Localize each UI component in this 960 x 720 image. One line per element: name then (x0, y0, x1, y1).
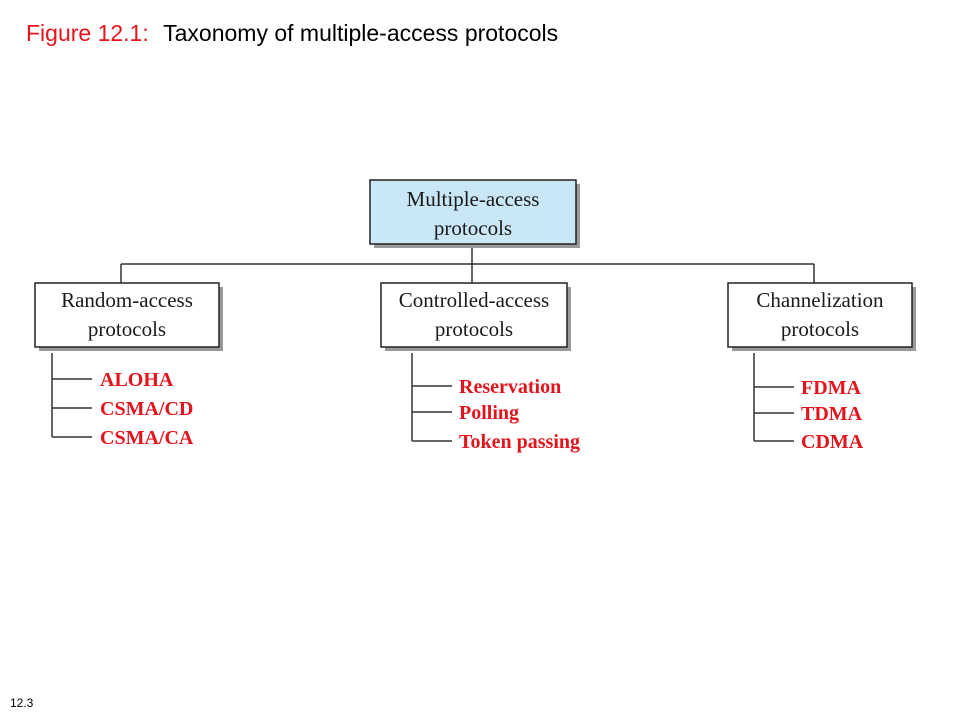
item-cdma: CDMA (801, 431, 864, 453)
controlled-access-line1: Controlled-access (399, 288, 549, 312)
figure-label: Figure 12.1: (26, 20, 149, 46)
root-node-line1: Multiple-access (407, 187, 540, 211)
controlled-access-items: Reservation Polling Token passing (459, 376, 580, 453)
item-tdma: TDMA (801, 403, 863, 425)
controlled-access-line2: protocols (435, 317, 513, 341)
channelization-line1: Channelization (756, 288, 884, 312)
random-access-items: ALOHA CSMA/CD CSMA/CA (100, 369, 194, 449)
item-token-passing: Token passing (459, 431, 580, 453)
slide-title: Figure 12.1: Taxonomy of multiple-access… (26, 20, 558, 47)
item-polling: Polling (459, 402, 519, 424)
item-aloha: ALOHA (100, 369, 174, 391)
random-access-box (34, 282, 220, 348)
random-access-line2: protocols (88, 317, 166, 341)
root-node-line2: protocols (434, 216, 512, 240)
controlled-access-node: Controlled-access protocols (380, 282, 571, 351)
item-fdma: FDMA (801, 377, 862, 399)
figure-title: Taxonomy of multiple-access protocols (163, 20, 559, 46)
root-node: Multiple-access protocols (369, 179, 580, 248)
item-csma-cd: CSMA/CD (100, 398, 193, 420)
slide-number: 12.3 (10, 696, 34, 710)
channelization-box (727, 282, 913, 348)
root-node-box (369, 179, 577, 245)
random-access-node: Random-access protocols (34, 282, 223, 351)
random-access-line1: Random-access (61, 288, 193, 312)
item-reservation: Reservation (459, 376, 561, 398)
item-csma-ca: CSMA/CA (100, 427, 194, 449)
channelization-line2: protocols (781, 317, 859, 341)
channelization-node: Channelization protocols (727, 282, 916, 351)
tree-connectors (51, 245, 815, 442)
controlled-access-box (380, 282, 568, 348)
channelization-items: FDMA TDMA CDMA (801, 377, 864, 453)
